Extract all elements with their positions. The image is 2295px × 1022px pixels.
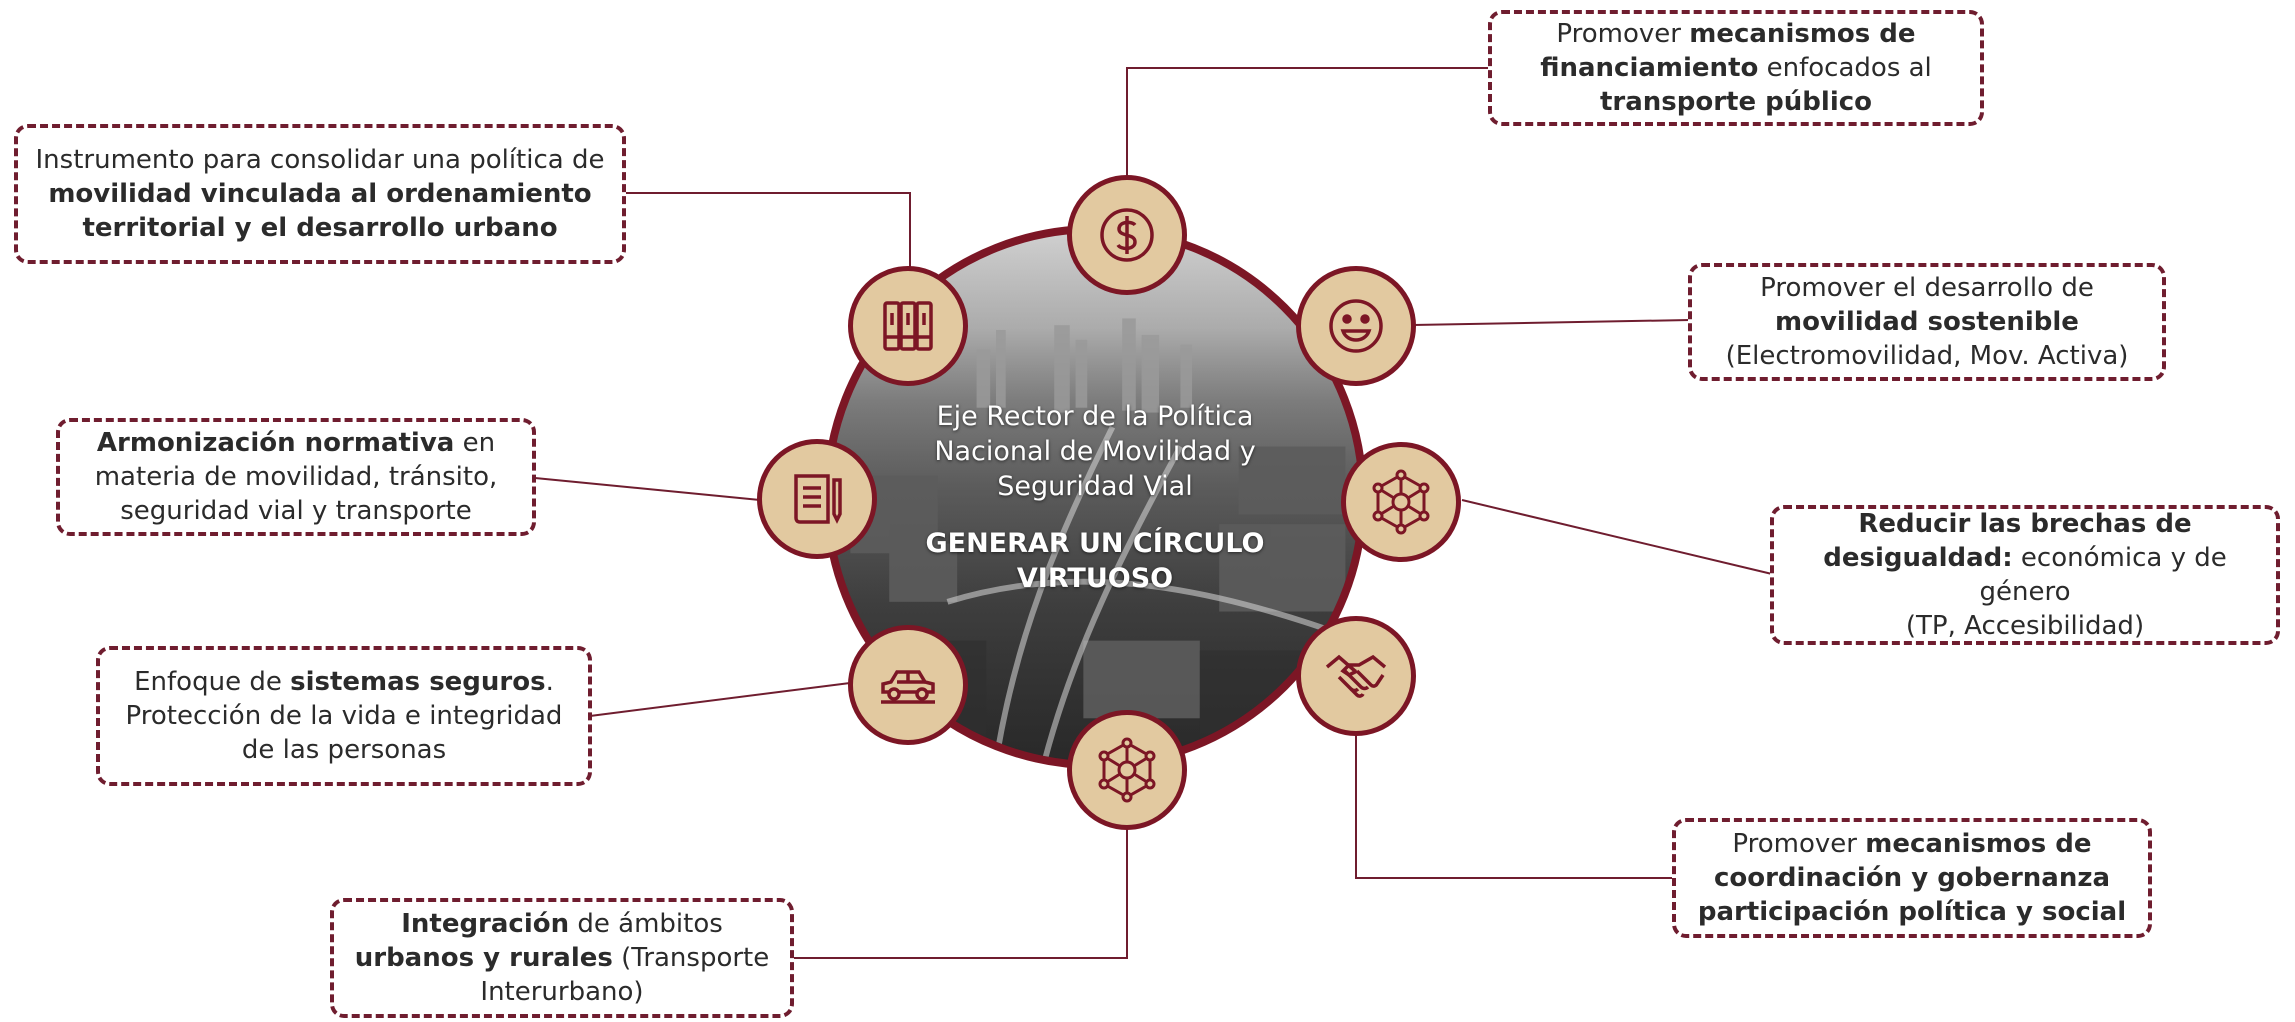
connector-brechas	[1461, 499, 1773, 575]
box-financiamiento: Promover mecanismos de financiamiento en…	[1488, 10, 1984, 126]
seguros-text: Enfoque de	[134, 667, 291, 697]
brechas-bold: Reducir las brechas de desigualdad:	[1823, 509, 2192, 573]
sostenible-bold: movilidad sostenible	[1775, 307, 2079, 337]
financiamiento-bold-2: transporte público	[1599, 87, 1873, 117]
coordinacion-bold: mecanismos de coordinación y gobernanza …	[1697, 829, 2127, 927]
box-sistemas-seguros: Enfoque de sistemas seguros. Protección …	[96, 646, 592, 786]
brechas-text-after: (TP, Accesibilidad)	[1905, 611, 2145, 641]
city-skyline-image	[831, 318, 1359, 761]
integracion-bold-2: urbanos y rurales	[354, 943, 613, 973]
sostenible-text-after: (Electromovilidad, Mov. Activa)	[1725, 341, 2129, 371]
armonizacion-text: en materia de movilidad, tránsito, segur…	[94, 428, 498, 526]
sostenible-text: Promover el desarrollo de	[1760, 273, 2094, 303]
armonizacion-bold: Armonización normativa	[96, 428, 455, 458]
financiamiento-text-mid: enfocados al	[1758, 53, 1932, 83]
seguros-bold: sistemas seguros	[290, 667, 546, 697]
network-icon	[1067, 710, 1187, 830]
car-icon	[848, 625, 968, 745]
hub-title: Eje Rector de la Política Nacional de Mo…	[934, 400, 1256, 502]
instrumento-bold: movilidad vinculada al ordenamiento terr…	[48, 179, 592, 243]
hub-subtitle: GENERAR UN CÍRCULO VIRTUOSO	[925, 527, 1265, 594]
box-movilidad-sostenible: Promover el desarrollo de movilidad sost…	[1688, 263, 2166, 381]
instrumento-text: Instrumento para consolidar una política…	[35, 145, 605, 175]
network-icon	[1341, 442, 1461, 562]
box-coordinacion: Promover mecanismos de coordinación y go…	[1672, 818, 2152, 938]
integracion-bold: Integración	[401, 909, 570, 939]
connector-armonizacion	[534, 477, 761, 501]
box-brechas: Reducir las brechas de desigualdad: econ…	[1770, 505, 2280, 645]
connector-coordinacion	[1355, 730, 1673, 879]
connector-sostenible	[1412, 319, 1691, 326]
box-instrumento: Instrumento para consolidar una política…	[14, 124, 626, 264]
handshake-icon	[1296, 616, 1416, 736]
coordinacion-text: Promover	[1732, 829, 1866, 859]
binders-icon	[848, 266, 968, 386]
brechas-text-mid: económica y de género	[1979, 543, 2227, 607]
financiamiento-text: Promover	[1556, 19, 1690, 49]
dollar-icon	[1067, 175, 1187, 295]
box-armonizacion: Armonización normativa en materia de mov…	[56, 418, 536, 536]
integracion-text-after: (Transporte Interurbano)	[480, 943, 770, 1007]
connector-integracion	[793, 810, 1128, 959]
document-pen-icon	[757, 439, 877, 559]
box-integracion: Integración de ámbitos urbanos y rurales…	[330, 898, 794, 1018]
connector-seguros	[589, 682, 851, 717]
connector-financiamiento	[1126, 67, 1490, 185]
integracion-text-mid: de ámbitos	[569, 909, 723, 939]
financiamiento-bold: mecanismos de financiamiento	[1540, 19, 1916, 83]
smile-icon	[1296, 266, 1416, 386]
seguros-text-after: . Protección de la vida e integridad de …	[125, 667, 563, 765]
